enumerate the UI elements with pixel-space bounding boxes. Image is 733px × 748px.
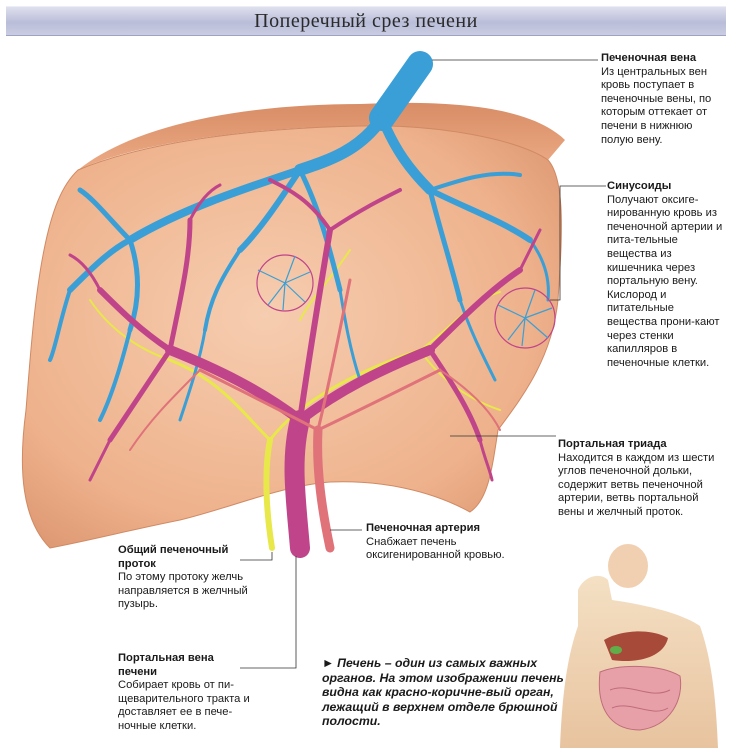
label-title: Печеночная вена bbox=[601, 52, 697, 64]
label-title: Портальная триада bbox=[558, 438, 667, 450]
label-sinusoids: Синусоиды Получают оксиге-нированную кро… bbox=[607, 180, 727, 370]
label-hepatic-artery: Печеночная артерия Снабжает печень оксиг… bbox=[366, 522, 516, 563]
label-title: Печеночная артерия bbox=[366, 522, 480, 534]
leader-lines bbox=[240, 59, 606, 669]
caption-arrow-icon: ► bbox=[322, 656, 335, 670]
label-common-hepatic-duct: Общий печеночный проток По этому протоку… bbox=[118, 544, 248, 612]
label-text: Получают оксиге-нированную кровь из пече… bbox=[607, 193, 723, 369]
label-text: Из центральных вен кровь поступает в печ… bbox=[601, 65, 712, 146]
hepatic-veins bbox=[48, 51, 550, 422]
lobule-right bbox=[494, 287, 556, 349]
label-title: Синусоиды bbox=[607, 180, 672, 192]
label-text: Снабжает печень оксигенированной кровью. bbox=[366, 535, 505, 562]
liver-organ bbox=[21, 102, 565, 549]
label-title: Общий печеночный проток bbox=[118, 544, 229, 570]
label-hepatic-vein: Печеночная вена Из центральных вен кровь… bbox=[601, 52, 727, 147]
label-title: Портальная вена печени bbox=[118, 652, 214, 678]
label-portal-triad: Портальная триада Находится в каждом из … bbox=[558, 438, 726, 520]
label-text: Находится в каждом из шести углов печено… bbox=[558, 451, 715, 518]
title-bar: Поперечный срез печени bbox=[6, 6, 726, 36]
caption-text: Печень – один из самых важных органов. Н… bbox=[322, 656, 564, 729]
hepatic-artery bbox=[129, 278, 501, 553]
body-inset-illustration bbox=[560, 544, 718, 748]
label-text: По этому протоку желчь направляется в же… bbox=[118, 571, 248, 611]
page-title: Поперечный срез печени bbox=[254, 10, 478, 32]
label-text: Собирает кровь от пи-щеварительного трак… bbox=[118, 679, 250, 732]
lobule-left bbox=[256, 254, 314, 312]
portal-vein-branches bbox=[68, 178, 542, 558]
caption: ►Печень – один из самых важных органов. … bbox=[322, 656, 572, 729]
label-portal-vein: Портальная вена печени Собирает кровь от… bbox=[118, 652, 252, 734]
